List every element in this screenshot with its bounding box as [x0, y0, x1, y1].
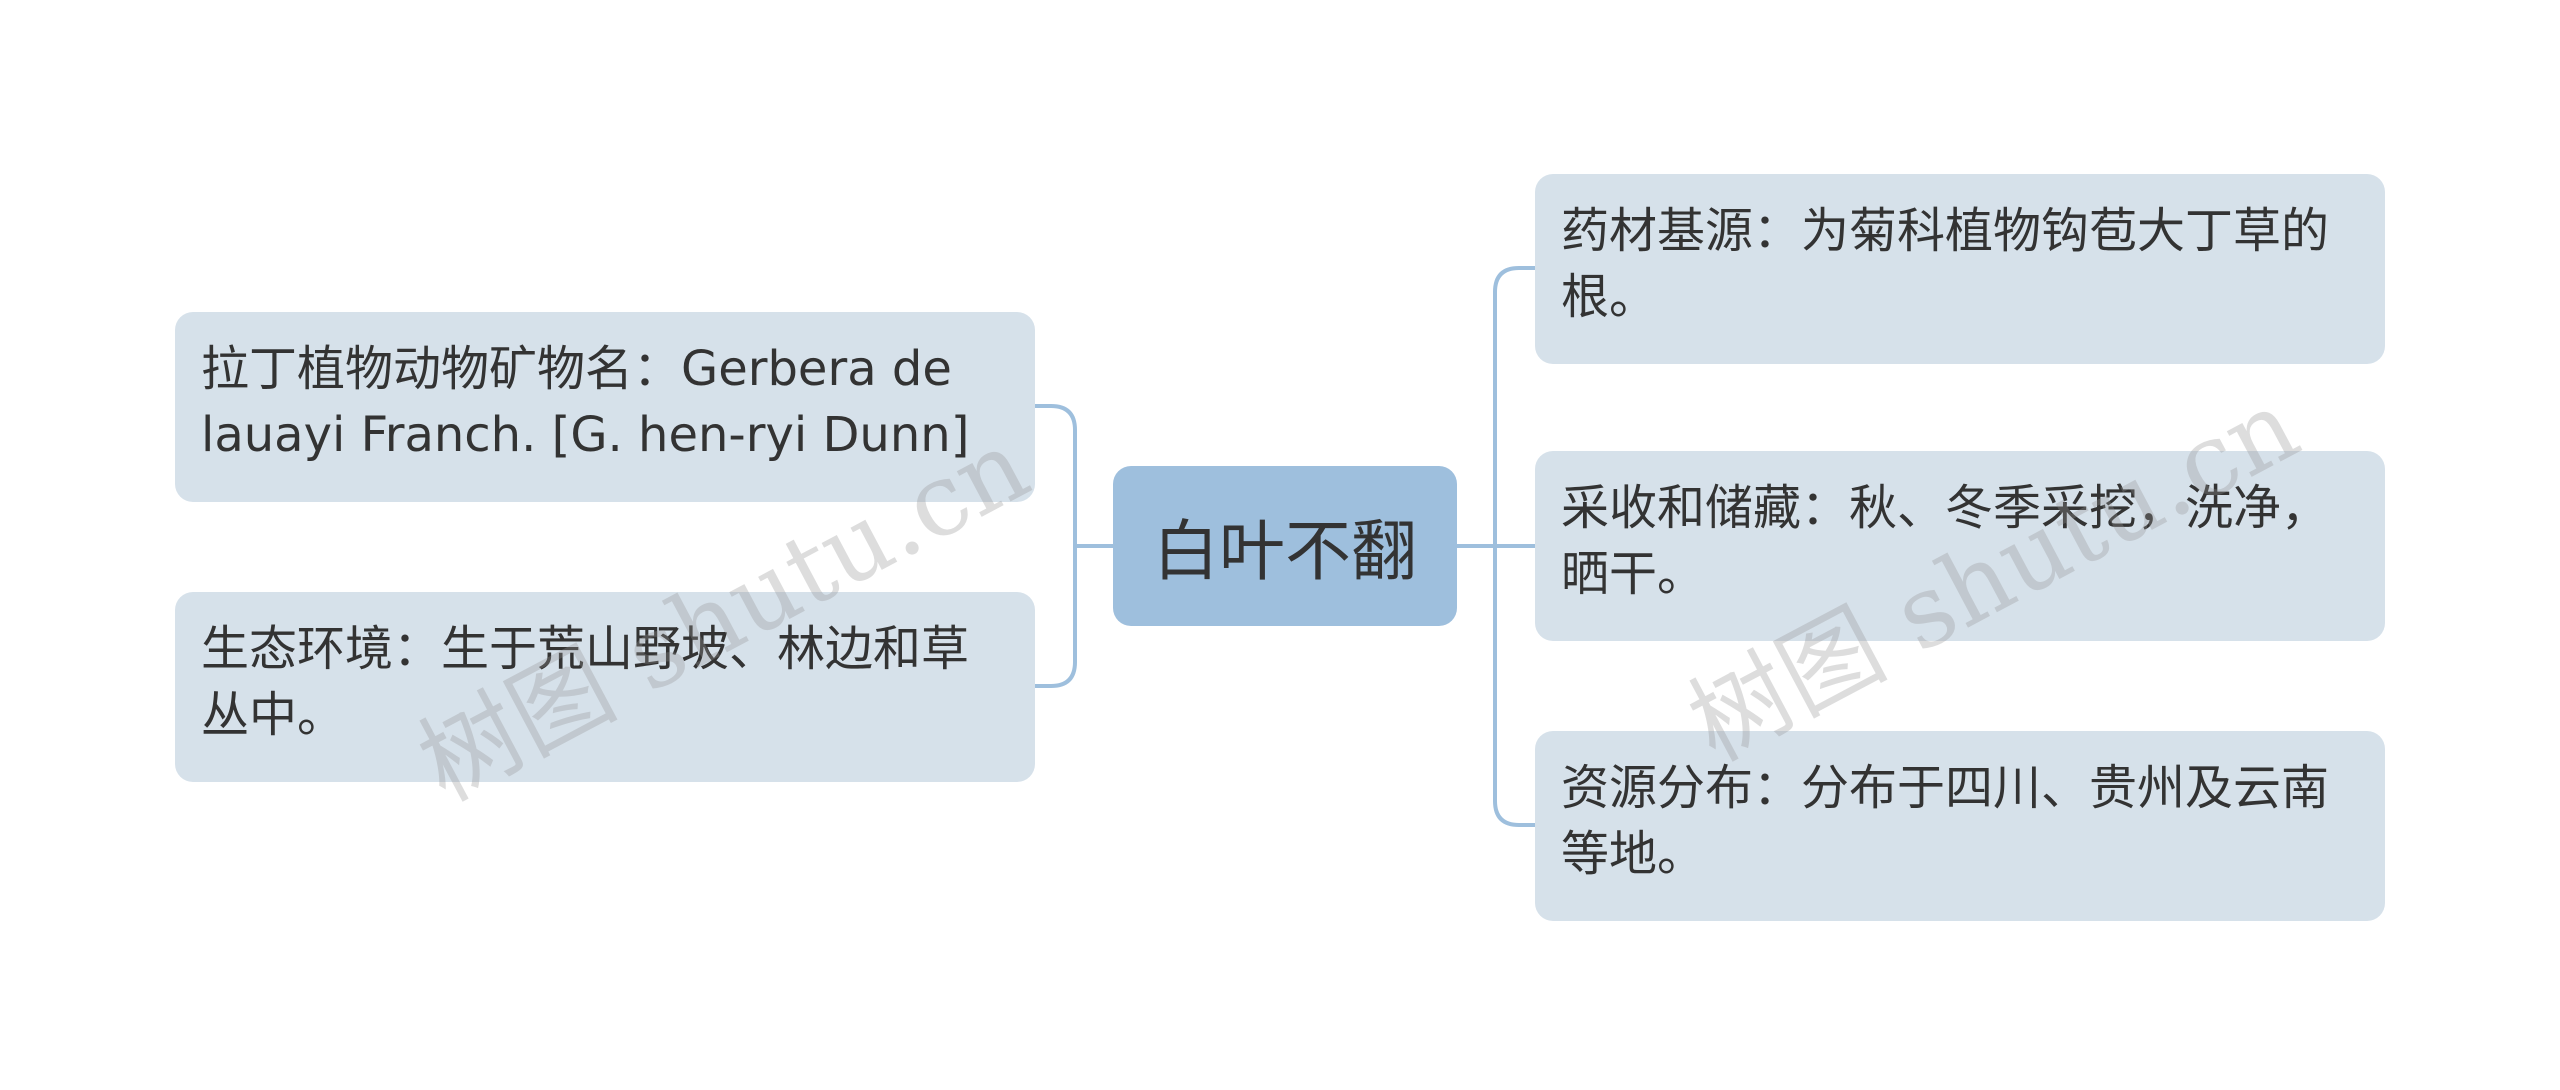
right-node-distribution[interactable]: 资源分布：分布于四川、贵州及云南等地。	[1535, 731, 2385, 921]
root-node[interactable]: 白叶不翻	[1113, 466, 1457, 626]
right-node-source[interactable]: 药材基源：为菊科植物钩苞大丁草的根。	[1535, 174, 2385, 364]
right-node-harvest-label: 采收和储藏：秋、冬季采挖，洗净，晒干。	[1561, 480, 2330, 602]
connector-left-branch-1	[1035, 404, 1077, 546]
left-node-latin-name-label: 拉丁植物动物矿物名：Gerbera de lauayi Franch. [G. …	[201, 341, 970, 463]
right-node-source-label: 药材基源：为菊科植物钩苞大丁草的根。	[1561, 203, 2330, 325]
left-node-latin-name[interactable]: 拉丁植物动物矿物名：Gerbera de lauayi Franch. [G. …	[175, 312, 1035, 502]
left-node-habitat[interactable]: 生态环境：生于荒山野坡、林边和草丛中。	[175, 592, 1035, 782]
right-node-distribution-label: 资源分布：分布于四川、贵州及云南等地。	[1561, 760, 2330, 882]
connector-left-branch-2	[1035, 546, 1077, 688]
connector-right-branch-1	[1493, 266, 1535, 546]
right-node-harvest[interactable]: 采收和储藏：秋、冬季采挖，洗净，晒干。	[1535, 451, 2385, 641]
connector-right-branch-3	[1493, 546, 1535, 827]
root-node-label: 白叶不翻	[1153, 513, 1417, 590]
left-node-habitat-label: 生态环境：生于荒山野坡、林边和草丛中。	[201, 621, 970, 743]
